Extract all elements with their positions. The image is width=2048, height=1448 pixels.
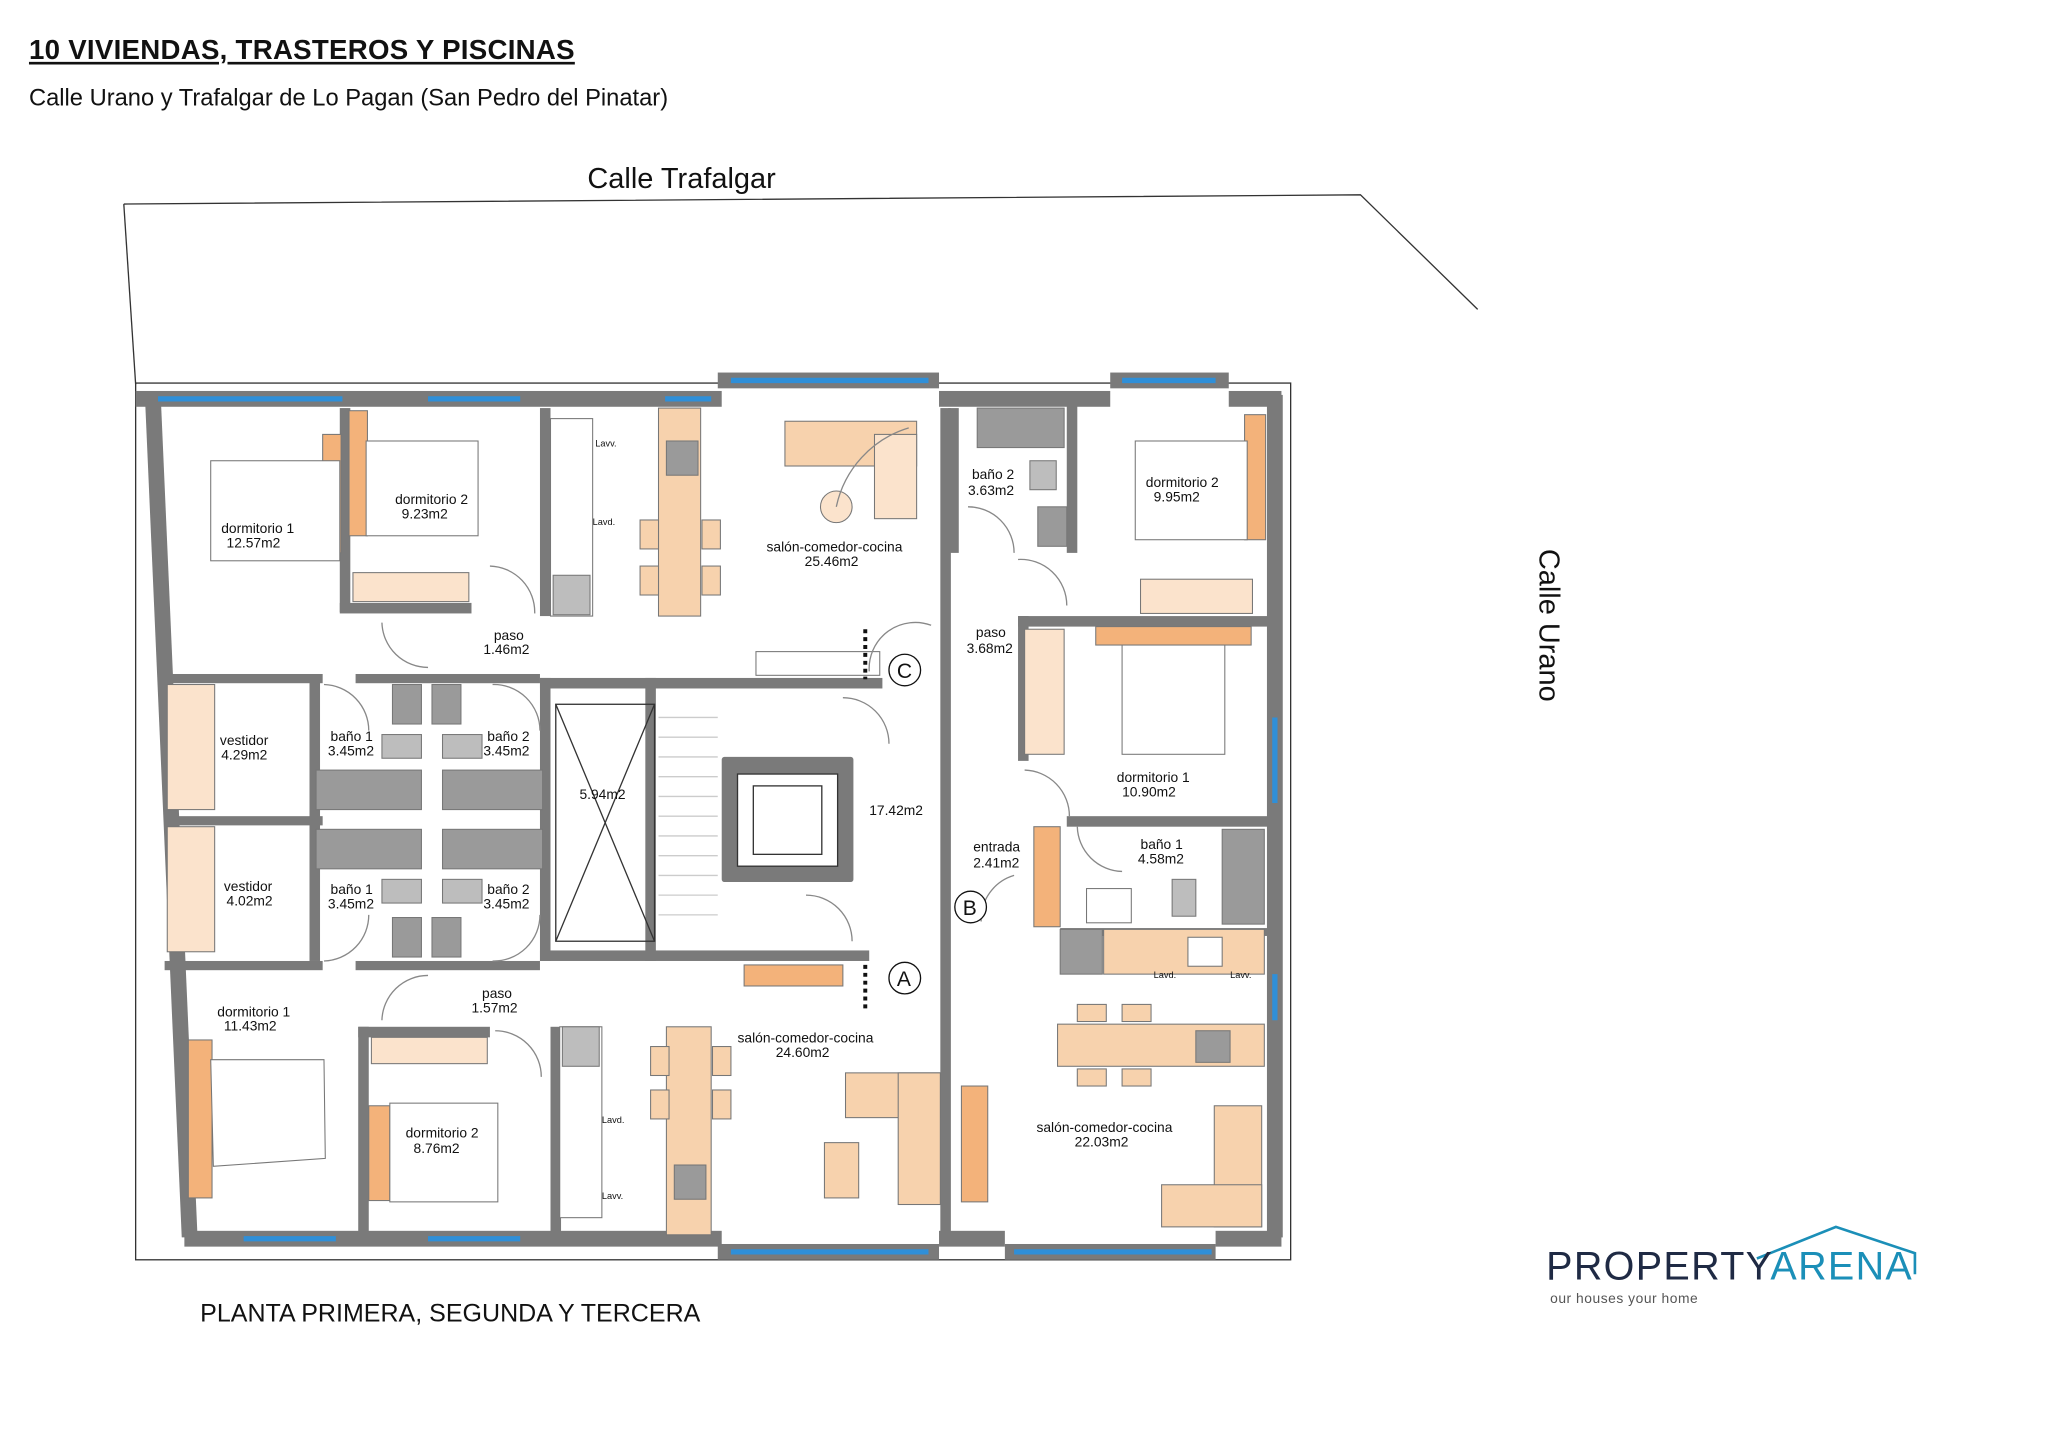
logo-roof-icon [1756,1225,1917,1275]
property-arena-logo: PROPERTYARENA our houses your home [1546,1222,1928,1314]
room-area: 4.02m2 [227,893,273,909]
room-name: paso [482,985,512,1001]
appliance-label: Lavv. [602,1191,623,1201]
logo-tagline: our houses your home [1550,1291,1699,1308]
room-area: 8.76m2 [414,1140,460,1156]
room-name: baño 1 [331,728,373,744]
appliance-label: Lavv. [595,438,616,448]
appliance-label: Lavv. [1230,970,1251,980]
logo-text-property: PROPERTY [1546,1245,1771,1289]
room-name: vestidor [224,878,273,894]
door-swings [323,427,1123,1077]
room-name: dormitorio 1 [221,520,294,536]
room-area: 4.58m2 [1138,851,1184,867]
door-marker-b: B [954,890,988,924]
room-name: baño 1 [1141,836,1183,852]
room-name: dormitorio 1 [1117,769,1190,785]
room-area: 3.45m2 [483,743,529,759]
room-name: paso [976,624,1006,640]
room-area: 10.90m2 [1122,783,1176,799]
room-area: 1.46m2 [483,641,529,657]
appliance-label: Lavd. [593,517,616,527]
room-name: dormitorio 2 [1146,474,1219,490]
door-marker-a: A [888,961,922,995]
room-area: 12.57m2 [227,535,281,551]
room-area: 3.63m2 [968,482,1014,498]
room-name: baño 2 [487,728,529,744]
room-area: 9.95m2 [1154,489,1200,505]
room-name: vestidor [220,732,269,748]
room-name: dormitorio 2 [395,491,468,507]
room-name: baño 2 [972,466,1014,482]
room-area: 2.41m2 [973,855,1019,871]
room-area: 9.23m2 [402,506,448,522]
room-name: salón-comedor-cocina [1036,1119,1172,1135]
lift-shaft-inner [752,785,823,856]
appliance-label: Lavd. [602,1115,625,1125]
room-name: baño 1 [331,881,373,897]
lift-car [736,773,839,867]
page-subtitle: Calle Urano y Trafalgar de Lo Pagan (San… [28,84,669,111]
svg-text:A: A [897,968,911,991]
room-area: 3.45m2 [483,895,529,911]
logo-text-arena: ARENA [1770,1245,1914,1289]
stair-void [555,703,656,942]
plan-level-label: PLANTA PRIMERA, SEGUNDA Y TERCERA [200,1300,701,1329]
room-area: 11.43m2 [224,1018,277,1034]
room-name: dormitorio 2 [406,1124,479,1140]
street-label-trafalgar: Calle Trafalgar [587,161,776,195]
page-title: 10 VIVIENDAS, TRASTEROS Y PISCINAS [28,35,575,66]
room-name: paso [494,627,524,643]
room-area: 1.57m2 [471,999,517,1015]
room-name: salón-comedor-cocina [738,1030,874,1046]
site-boundary [123,203,137,385]
appliance-label: Lavd. [1154,970,1177,980]
room-area: 17.42m2 [869,802,923,818]
stair-treads [658,716,718,916]
room-area: 3.45m2 [328,895,374,911]
room-area: 3.45m2 [328,743,374,759]
windows [158,377,1278,1255]
room-name: dormitorio 1 [217,1003,290,1019]
room-area: 24.60m2 [776,1044,830,1060]
room-area: 4.29m2 [221,747,267,763]
room-area: 22.03m2 [1075,1134,1129,1150]
room-area: 3.68m2 [967,640,1013,656]
room-name: salón-comedor-cocina [766,539,902,555]
site-boundary [123,194,1479,310]
room-area: 25.46m2 [805,553,859,569]
door-marker-c: C [888,653,922,687]
plot-outline [134,382,1292,1261]
svg-text:B: B [963,897,977,920]
room-name: baño 2 [487,881,529,897]
room-area: 5.94m2 [579,786,625,802]
svg-text:C: C [897,660,912,683]
furniture [166,407,1267,1236]
room-name: entrada [973,839,1020,855]
